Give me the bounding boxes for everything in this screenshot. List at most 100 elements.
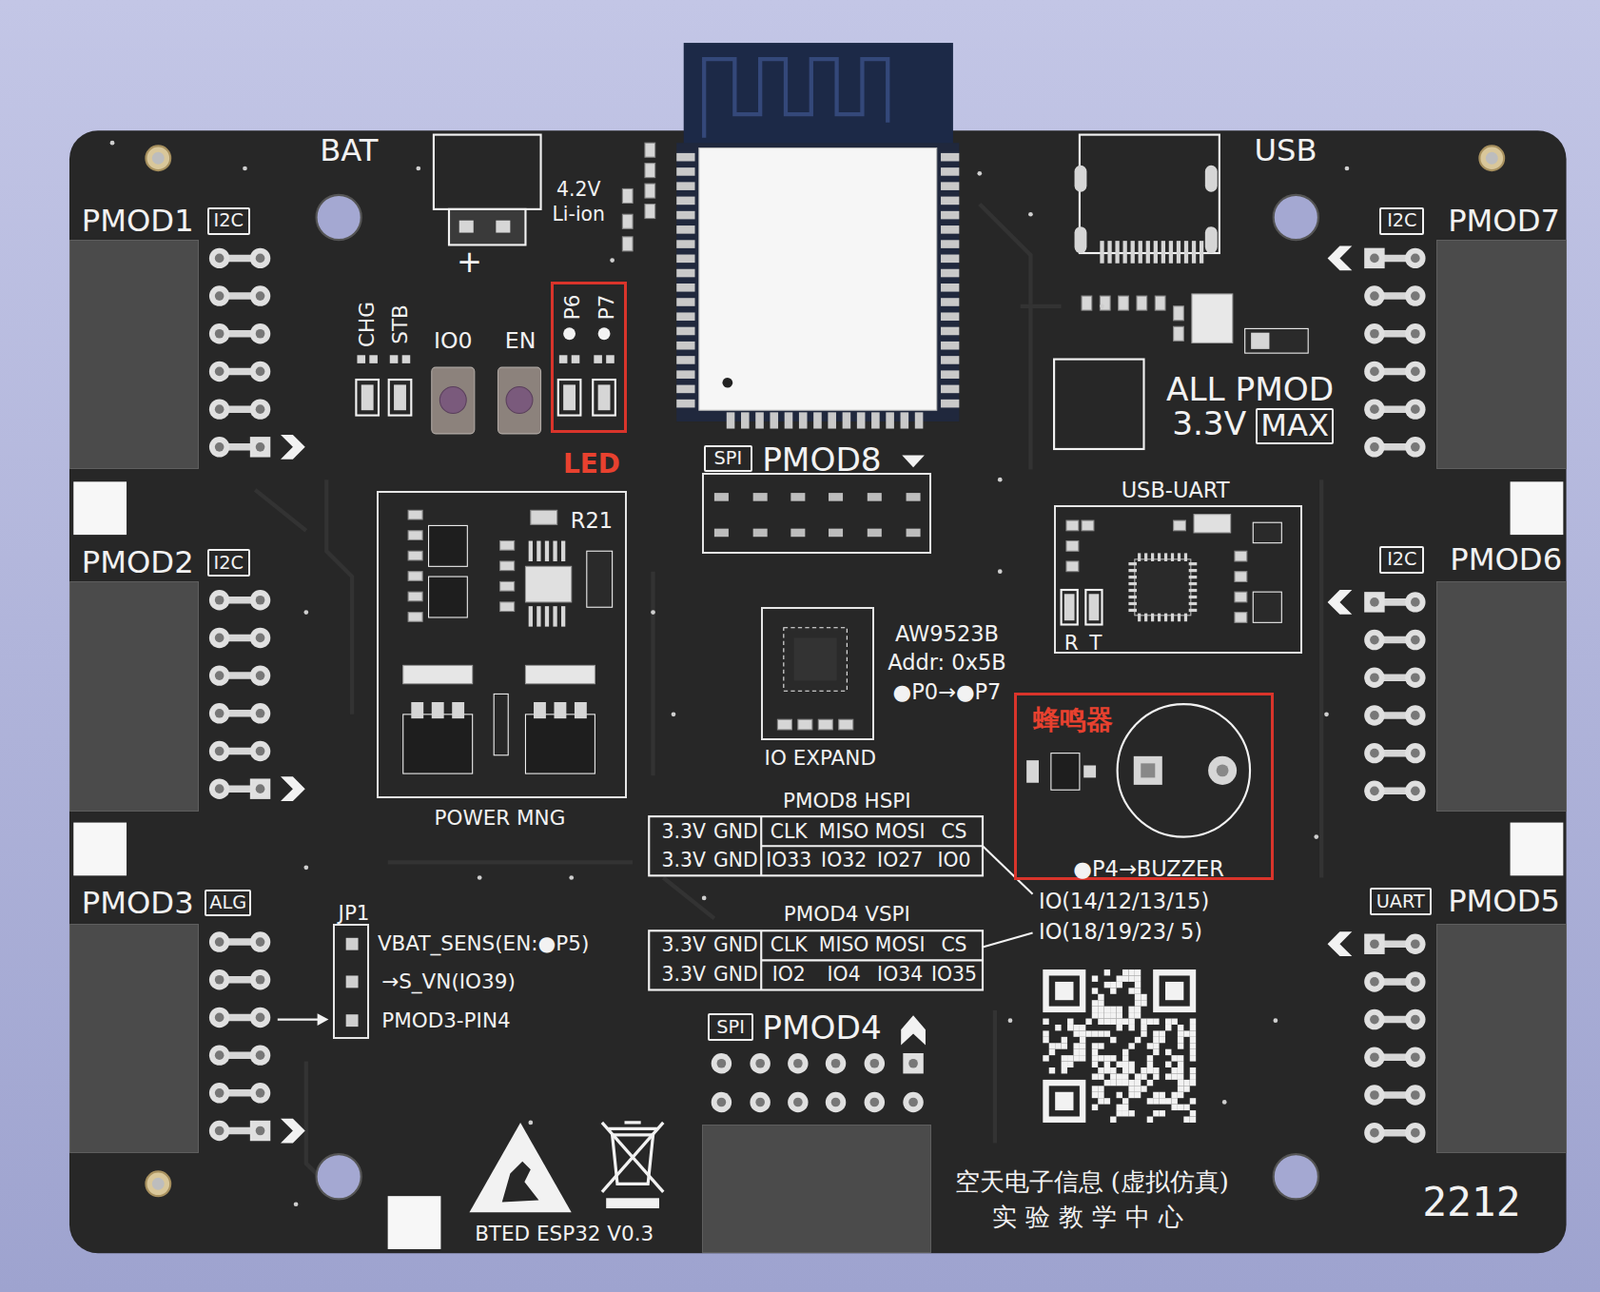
module-pad	[940, 269, 959, 278]
usb-pin	[1107, 240, 1112, 264]
pin-hole	[1410, 291, 1421, 301]
pin-pad	[250, 664, 271, 685]
pin-hole	[1369, 1090, 1380, 1100]
qr-module	[1110, 987, 1116, 994]
pin-hole	[214, 783, 225, 794]
smd-part	[1066, 541, 1079, 552]
qr-module	[1190, 1024, 1196, 1031]
pin-table-outline	[648, 930, 983, 990]
qr-module	[1097, 1006, 1104, 1013]
module-pad	[842, 411, 852, 429]
qr-module	[1079, 1054, 1086, 1061]
silk-square	[1510, 481, 1564, 535]
qr-module	[1092, 1061, 1098, 1068]
resistor	[493, 693, 508, 755]
qr-module	[1147, 1067, 1153, 1074]
silkscreen-label: EN	[505, 329, 537, 354]
module-pad	[676, 297, 695, 307]
pin-hole	[1410, 1014, 1421, 1025]
qr-module	[1147, 1061, 1153, 1068]
pmod-connector: PMOD6	[1436, 581, 1566, 811]
qr-module	[1079, 1036, 1086, 1043]
pin-hole	[1410, 1090, 1421, 1100]
silk-square	[388, 1195, 442, 1249]
led-pad	[593, 354, 603, 364]
qr-module	[1092, 1006, 1098, 1013]
ic-pin	[1144, 613, 1148, 623]
module-pad	[676, 341, 695, 351]
usb-pin	[1153, 240, 1158, 264]
qr-module	[1092, 975, 1098, 981]
pin-hole	[214, 1050, 225, 1060]
pin-hole	[255, 1088, 266, 1098]
smd-part	[622, 236, 633, 252]
power-block: R21POWER MNG	[376, 490, 627, 799]
pin-pad	[209, 285, 230, 306]
silkscreen-text: LED	[563, 449, 621, 480]
pin-hole	[255, 367, 266, 377]
ic-pin	[536, 605, 541, 626]
pin-hole	[1410, 672, 1421, 683]
pin-table-cell: IO0	[936, 849, 971, 871]
qr-module	[1054, 1024, 1061, 1031]
ic-pin	[1189, 588, 1198, 592]
pin-pad	[1364, 742, 1385, 763]
smd-part	[500, 541, 515, 551]
pin-pad	[209, 1120, 230, 1141]
rf-shield	[699, 148, 937, 411]
pin-hole	[1369, 635, 1380, 645]
expander-ic	[783, 627, 848, 692]
smd-part	[1099, 295, 1111, 311]
usb-pin	[1184, 240, 1189, 264]
qr-module	[1190, 1018, 1196, 1025]
qr-module	[1110, 1012, 1116, 1018]
pin-pad	[1364, 780, 1385, 801]
pin-table-cell: CLK	[770, 820, 808, 842]
led-pad	[390, 354, 399, 364]
pin-pad	[1404, 742, 1425, 763]
pin-pad	[1404, 1009, 1425, 1030]
smd-part	[408, 591, 423, 602]
qr-module	[1134, 994, 1141, 1000]
buzzer-hole	[1140, 762, 1155, 778]
module-pad	[940, 370, 959, 379]
usb-pin	[1176, 240, 1181, 264]
smd-part	[408, 530, 423, 541]
ic-pin	[1151, 613, 1154, 623]
qr-module	[1122, 1110, 1129, 1116]
qr-module	[1097, 1067, 1104, 1074]
led-body	[563, 384, 576, 410]
regulator-pad	[574, 702, 587, 719]
qr-module	[1128, 1018, 1134, 1025]
qr-module	[1183, 1079, 1190, 1086]
qr-module	[1122, 1104, 1129, 1111]
transistor	[1252, 591, 1282, 623]
fiducial-center	[1485, 152, 1499, 165]
silkscreen-text: IO EXPAND	[764, 746, 877, 770]
qr-module	[1140, 1018, 1147, 1025]
ic-pin	[1128, 602, 1137, 605]
ic-pin	[1189, 602, 1198, 605]
pin-hole	[1369, 597, 1380, 607]
pin-pad	[209, 1082, 230, 1103]
qr-finder	[1054, 1092, 1074, 1111]
smd-part	[1234, 612, 1248, 624]
pin-hole	[1410, 710, 1421, 721]
qr-module	[1110, 981, 1116, 988]
smd-part	[408, 509, 423, 520]
crystal	[1193, 514, 1231, 533]
via	[997, 477, 1003, 483]
qr-module	[1128, 1085, 1134, 1092]
qr-module	[1092, 1092, 1098, 1098]
qr-module	[1190, 1030, 1196, 1036]
pin-pad	[250, 1007, 271, 1028]
smd-part	[644, 163, 656, 178]
pin-hole	[1369, 938, 1380, 949]
header-pad	[906, 528, 921, 538]
silkscreen-label: IO0	[433, 329, 473, 354]
qr-module	[1097, 1092, 1104, 1098]
pin-hole	[214, 746, 225, 757]
badge-text: I2C	[214, 552, 244, 573]
pin-table-outline	[648, 816, 983, 876]
usb-connector	[1079, 135, 1220, 254]
